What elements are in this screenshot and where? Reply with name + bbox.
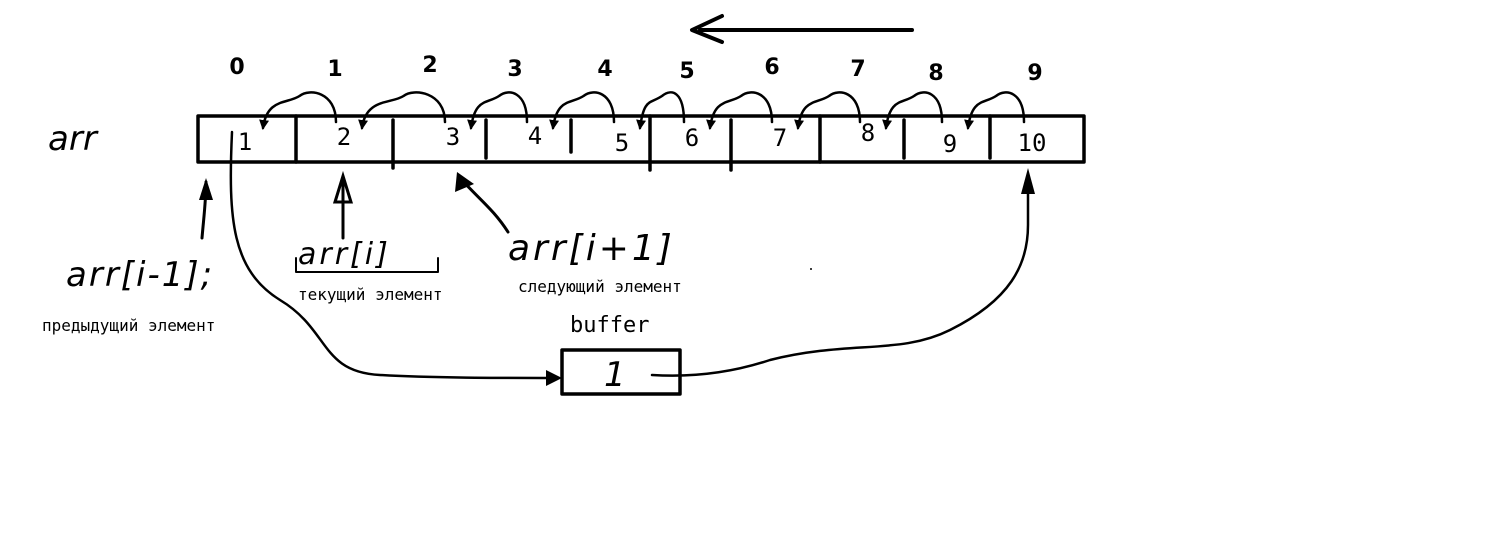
value-row: 1 2 3 4 5 6 7 8 9 10 (238, 119, 1047, 158)
shift-hop-arrow (549, 91, 616, 130)
index-label: 2 (422, 53, 437, 78)
buffer-box (560, 348, 682, 396)
index-label: 5 (679, 59, 694, 84)
shift-hop-arrow (259, 91, 338, 130)
pointer-arrow-next (455, 172, 510, 234)
shift-hop-arrow (467, 91, 529, 130)
shift-arrows (259, 91, 1026, 130)
array-cell-value: 10 (1018, 129, 1047, 157)
array-cell-value: 9 (943, 130, 957, 158)
array-cell-value: 5 (615, 129, 629, 157)
prev-element-expression: arr[i-1]; (66, 255, 214, 295)
shift-hop-arrow (794, 91, 862, 130)
current-element-bracket (295, 257, 439, 273)
index-label: 6 (764, 55, 779, 80)
stray-dot (810, 268, 812, 270)
index-label: 8 (928, 61, 943, 86)
next-element-expression: arr[i+1] (508, 228, 675, 269)
array-cell-value: 7 (773, 124, 787, 152)
index-label: 4 (597, 57, 612, 82)
index-row: 0 1 2 3 4 5 6 7 8 9 (229, 53, 1042, 86)
buffer-title: buffer (570, 313, 649, 338)
pointer-arrow-current (332, 170, 354, 240)
array-dividers (294, 114, 992, 172)
array-cell-value: 2 (337, 123, 351, 151)
current-element-caption: текущий элемент (298, 285, 443, 304)
next-element-caption: следующий элемент (518, 277, 682, 296)
prev-element-caption: предыдущий элемент (42, 316, 215, 335)
buffer-value: 1 (604, 355, 626, 395)
shift-hop-arrow (882, 91, 944, 130)
array-cell-value: 6 (685, 124, 699, 152)
index-label: 7 (850, 57, 865, 82)
shift-hop-arrow (636, 91, 686, 130)
shift-hop-arrow (706, 91, 774, 130)
array-cell-value: 1 (238, 128, 252, 156)
shift-hop-arrow (964, 91, 1026, 130)
array-cell-value: 8 (861, 119, 875, 147)
index-label: 9 (1027, 61, 1042, 86)
pointer-arrow-prev (199, 178, 213, 240)
index-label: 1 (327, 57, 342, 82)
shift-hop-arrow (358, 91, 447, 130)
direction-arrow (690, 14, 914, 44)
arrow-buffer-to-array (650, 168, 1035, 377)
index-label: 3 (507, 57, 522, 82)
index-label: 0 (229, 55, 244, 80)
array-cell-value: 3 (446, 123, 460, 151)
arrow-array-to-buffer (229, 130, 562, 386)
array-cell-value: 4 (528, 122, 542, 150)
array-label: arr (48, 119, 99, 159)
current-element-expression: arr[i] (298, 237, 391, 272)
